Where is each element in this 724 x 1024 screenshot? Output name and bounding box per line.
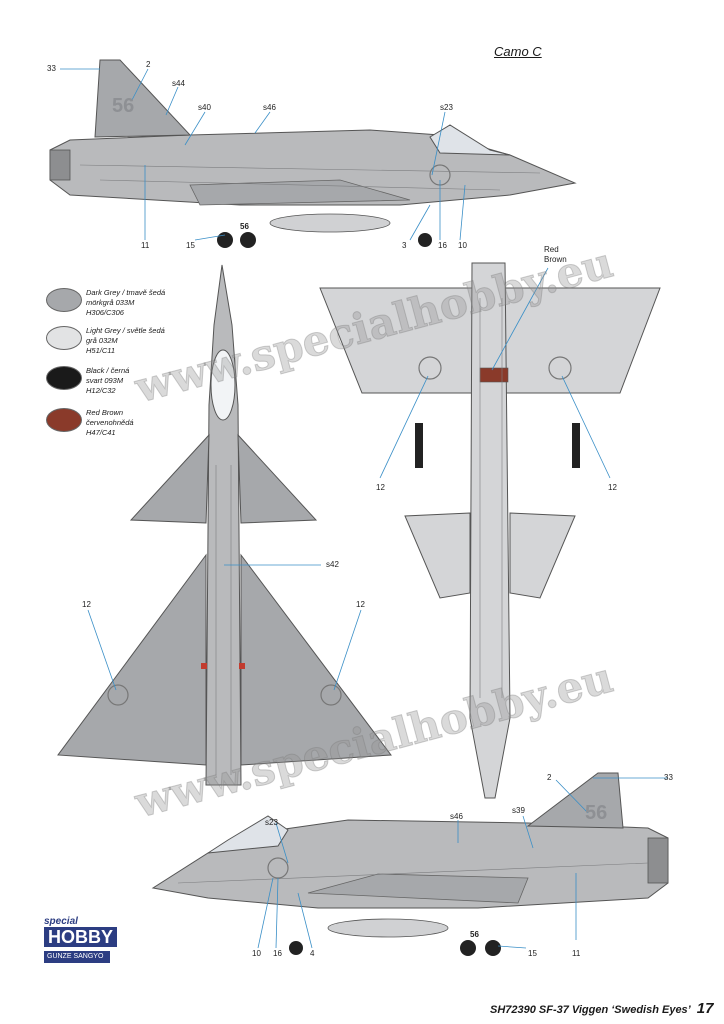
tail-number-bottom: 56 bbox=[585, 802, 608, 824]
callout-15-top: 15 bbox=[186, 241, 195, 250]
callout-2-top: 2 bbox=[146, 60, 151, 69]
callout-s46-bottom: s46 bbox=[450, 812, 463, 821]
callout-16-top: 16 bbox=[438, 241, 447, 250]
special-hobby-logo: special HOBBY GUNZE SANGYO bbox=[44, 916, 118, 963]
tail-number-top: 56 bbox=[112, 95, 135, 117]
callout-15-bottom: 15 bbox=[528, 949, 537, 958]
callout-s23-bottom: s23 bbox=[265, 818, 278, 827]
callout-11-bottom: 11 bbox=[572, 949, 581, 958]
callout-12-underside-right: 12 bbox=[608, 483, 617, 492]
callout-s23-top: s23 bbox=[440, 103, 453, 112]
swatch-light-grey bbox=[46, 326, 82, 350]
callout-s44-top: s44 bbox=[172, 79, 185, 88]
callout-12-plan-right: 12 bbox=[356, 600, 365, 609]
callout-brown: Brown bbox=[544, 255, 567, 264]
swatch-red-brown bbox=[46, 408, 82, 432]
aircraft-underside bbox=[319, 262, 661, 799]
callout-s39-bottom: s39 bbox=[512, 806, 525, 815]
logo-gunze-sangyo: GUNZE SANGYO bbox=[44, 951, 110, 963]
logo-special: special bbox=[44, 916, 78, 927]
callout-10-bottom: 10 bbox=[252, 949, 261, 958]
callout-16-bottom: 16 bbox=[273, 949, 282, 958]
logo-hobby: HOBBY bbox=[44, 927, 118, 947]
gear-number-top: 56 bbox=[240, 222, 249, 231]
aircraft-plan-upper bbox=[57, 264, 392, 786]
swatch-dark-grey bbox=[46, 288, 82, 312]
callout-33-top: 33 bbox=[47, 64, 56, 73]
gear-number-bottom: 56 bbox=[470, 930, 479, 939]
footer: SH72390 SF-37 Viggen ‘Swedish Eyes’ 17 bbox=[490, 1000, 713, 1017]
callout-s40-top: s40 bbox=[198, 103, 211, 112]
callout-12-underside-left: 12 bbox=[376, 483, 385, 492]
aircraft-profile-bottom bbox=[151, 772, 669, 956]
footer-text: SH72390 SF-37 Viggen ‘Swedish Eyes’ bbox=[490, 1004, 691, 1016]
callout-s42: s42 bbox=[326, 560, 339, 569]
callout-red: Red bbox=[544, 245, 559, 254]
callout-4-bottom: 4 bbox=[310, 949, 315, 958]
callout-3-top: 3 bbox=[402, 241, 407, 250]
callout-11-top: 11 bbox=[141, 241, 150, 250]
scheme-title: Camo C bbox=[494, 44, 542, 59]
callout-33-bottom: 33 bbox=[664, 773, 673, 782]
aircraft-profile-top bbox=[49, 59, 577, 248]
callout-12-plan-left: 12 bbox=[82, 600, 91, 609]
callout-10-top: 10 bbox=[458, 241, 467, 250]
callout-2-bottom: 2 bbox=[547, 773, 552, 782]
page-number: 17 bbox=[696, 1000, 714, 1017]
callout-s46-top: s46 bbox=[263, 103, 276, 112]
swatch-black bbox=[46, 366, 82, 390]
